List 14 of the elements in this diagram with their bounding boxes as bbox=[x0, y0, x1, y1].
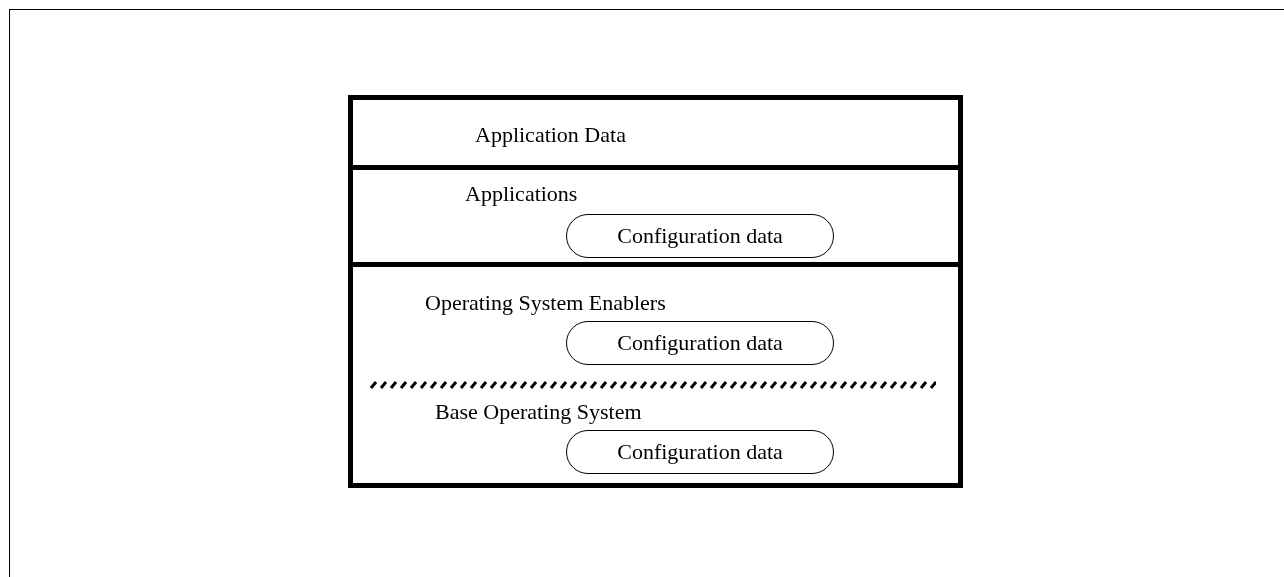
layer-title: Application Data bbox=[475, 121, 626, 149]
pill-label: Configuration data bbox=[617, 332, 783, 354]
layer-title: Applications bbox=[465, 180, 578, 208]
configuration-pill bbox=[566, 430, 834, 474]
layer-band bbox=[348, 95, 963, 170]
configuration-pill bbox=[566, 214, 834, 258]
pill-label: Configuration data bbox=[617, 225, 783, 247]
configuration-pill bbox=[566, 321, 834, 365]
layer-band bbox=[348, 385, 963, 488]
pill-label: Configuration data bbox=[617, 441, 783, 463]
layer-title: Operating System Enablers bbox=[425, 289, 666, 317]
layer-band bbox=[348, 267, 963, 385]
layer-band bbox=[348, 170, 963, 267]
layer-title: Base Operating System bbox=[435, 398, 642, 426]
